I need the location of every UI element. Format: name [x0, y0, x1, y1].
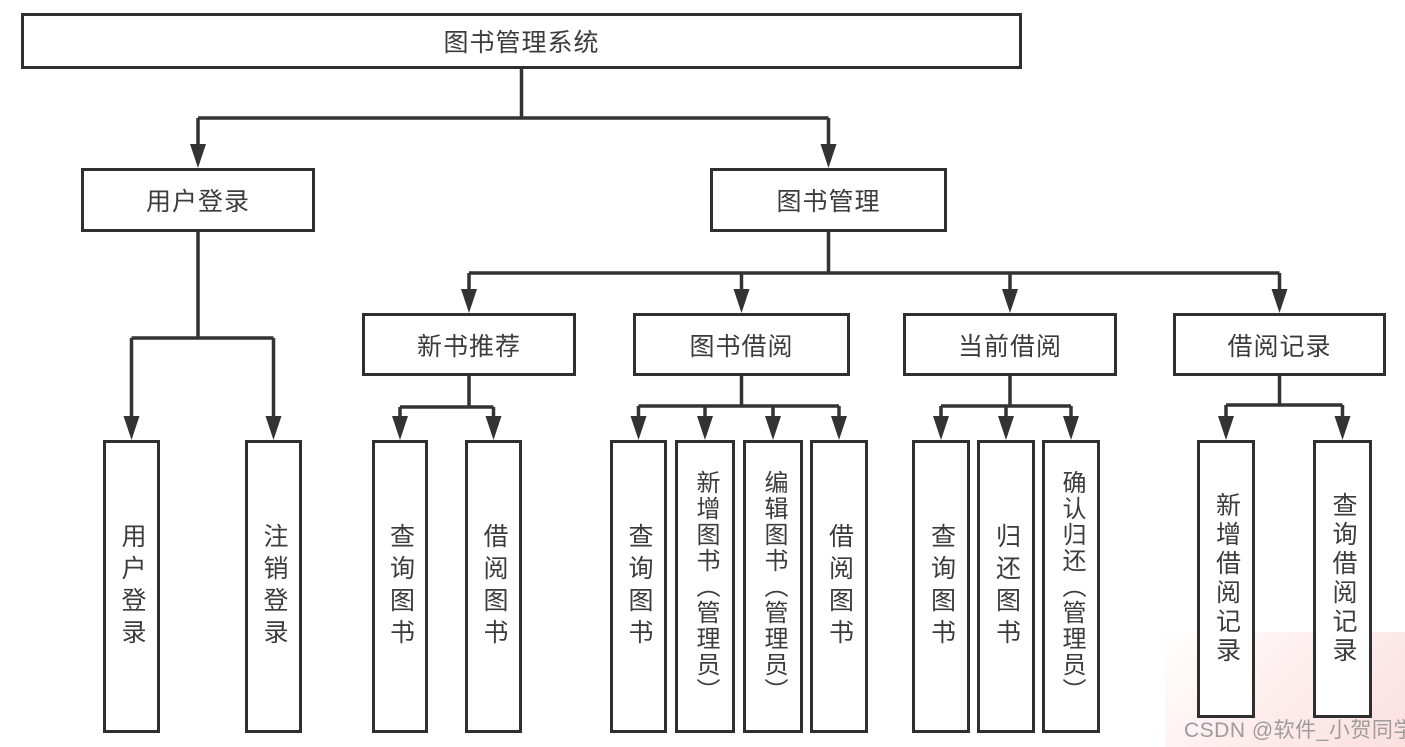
arrow-down-icon: [1063, 416, 1079, 440]
arrow-down-icon: [933, 416, 949, 440]
arrow-down-icon: [630, 416, 647, 440]
node-query-books-current: 查询图书: [912, 440, 970, 733]
arrow-down-icon: [1334, 416, 1351, 440]
node-confirm-return-admin: 确认归还（管理员）: [1042, 440, 1100, 733]
node-root-system: 图书管理系统: [21, 13, 1022, 69]
arrow-down-icon: [831, 416, 847, 440]
node-logout-leaf: 注销登录: [245, 440, 302, 733]
csdn-watermark: CSDN @软件_小贺同学: [1184, 719, 1405, 742]
node-query-borrow-record: 查询借阅记录: [1313, 440, 1372, 718]
arrow-down-icon: [820, 144, 837, 168]
node-borrowing-records: 借阅记录: [1173, 313, 1386, 376]
arrow-down-icon: [461, 289, 477, 313]
arrow-down-icon: [1002, 289, 1018, 313]
tree-edges: [129, 69, 1345, 418]
arrow-down-icon: [998, 416, 1014, 440]
node-book-borrowing: 图书借阅: [633, 313, 850, 376]
node-login-leaf: 用户登录: [103, 440, 160, 733]
arrow-down-icon: [765, 416, 781, 440]
node-borrow-books-recommend: 借阅图书: [465, 440, 522, 733]
arrow-down-icon: [1271, 289, 1288, 313]
node-borrow-books-borrowing: 借阅图书: [810, 440, 868, 733]
node-query-books-borrowing: 查询图书: [610, 440, 667, 733]
node-return-book: 归还图书: [977, 440, 1035, 733]
arrow-down-icon: [392, 416, 408, 440]
node-user-login: 用户登录: [81, 168, 315, 232]
node-book-management: 图书管理: [710, 168, 947, 232]
arrow-down-icon: [123, 416, 140, 440]
arrow-down-icon: [485, 416, 502, 440]
arrow-down-icon: [697, 416, 713, 440]
node-current-borrowing: 当前借阅: [903, 313, 1117, 376]
node-add-borrow-record: 新增借阅记录: [1197, 440, 1255, 718]
arrowhead-icons: [123, 144, 1351, 440]
node-edit-book-admin: 编辑图书（管理员）: [743, 440, 803, 733]
arrow-down-icon: [190, 144, 206, 168]
node-new-book-recommend: 新书推荐: [362, 313, 576, 376]
arrow-down-icon: [1218, 416, 1234, 440]
node-query-books-recommend: 查询图书: [372, 440, 428, 733]
arrow-down-icon: [265, 416, 282, 440]
arrow-down-icon: [733, 289, 750, 313]
node-add-book-admin: 新增图书（管理员）: [675, 440, 735, 733]
